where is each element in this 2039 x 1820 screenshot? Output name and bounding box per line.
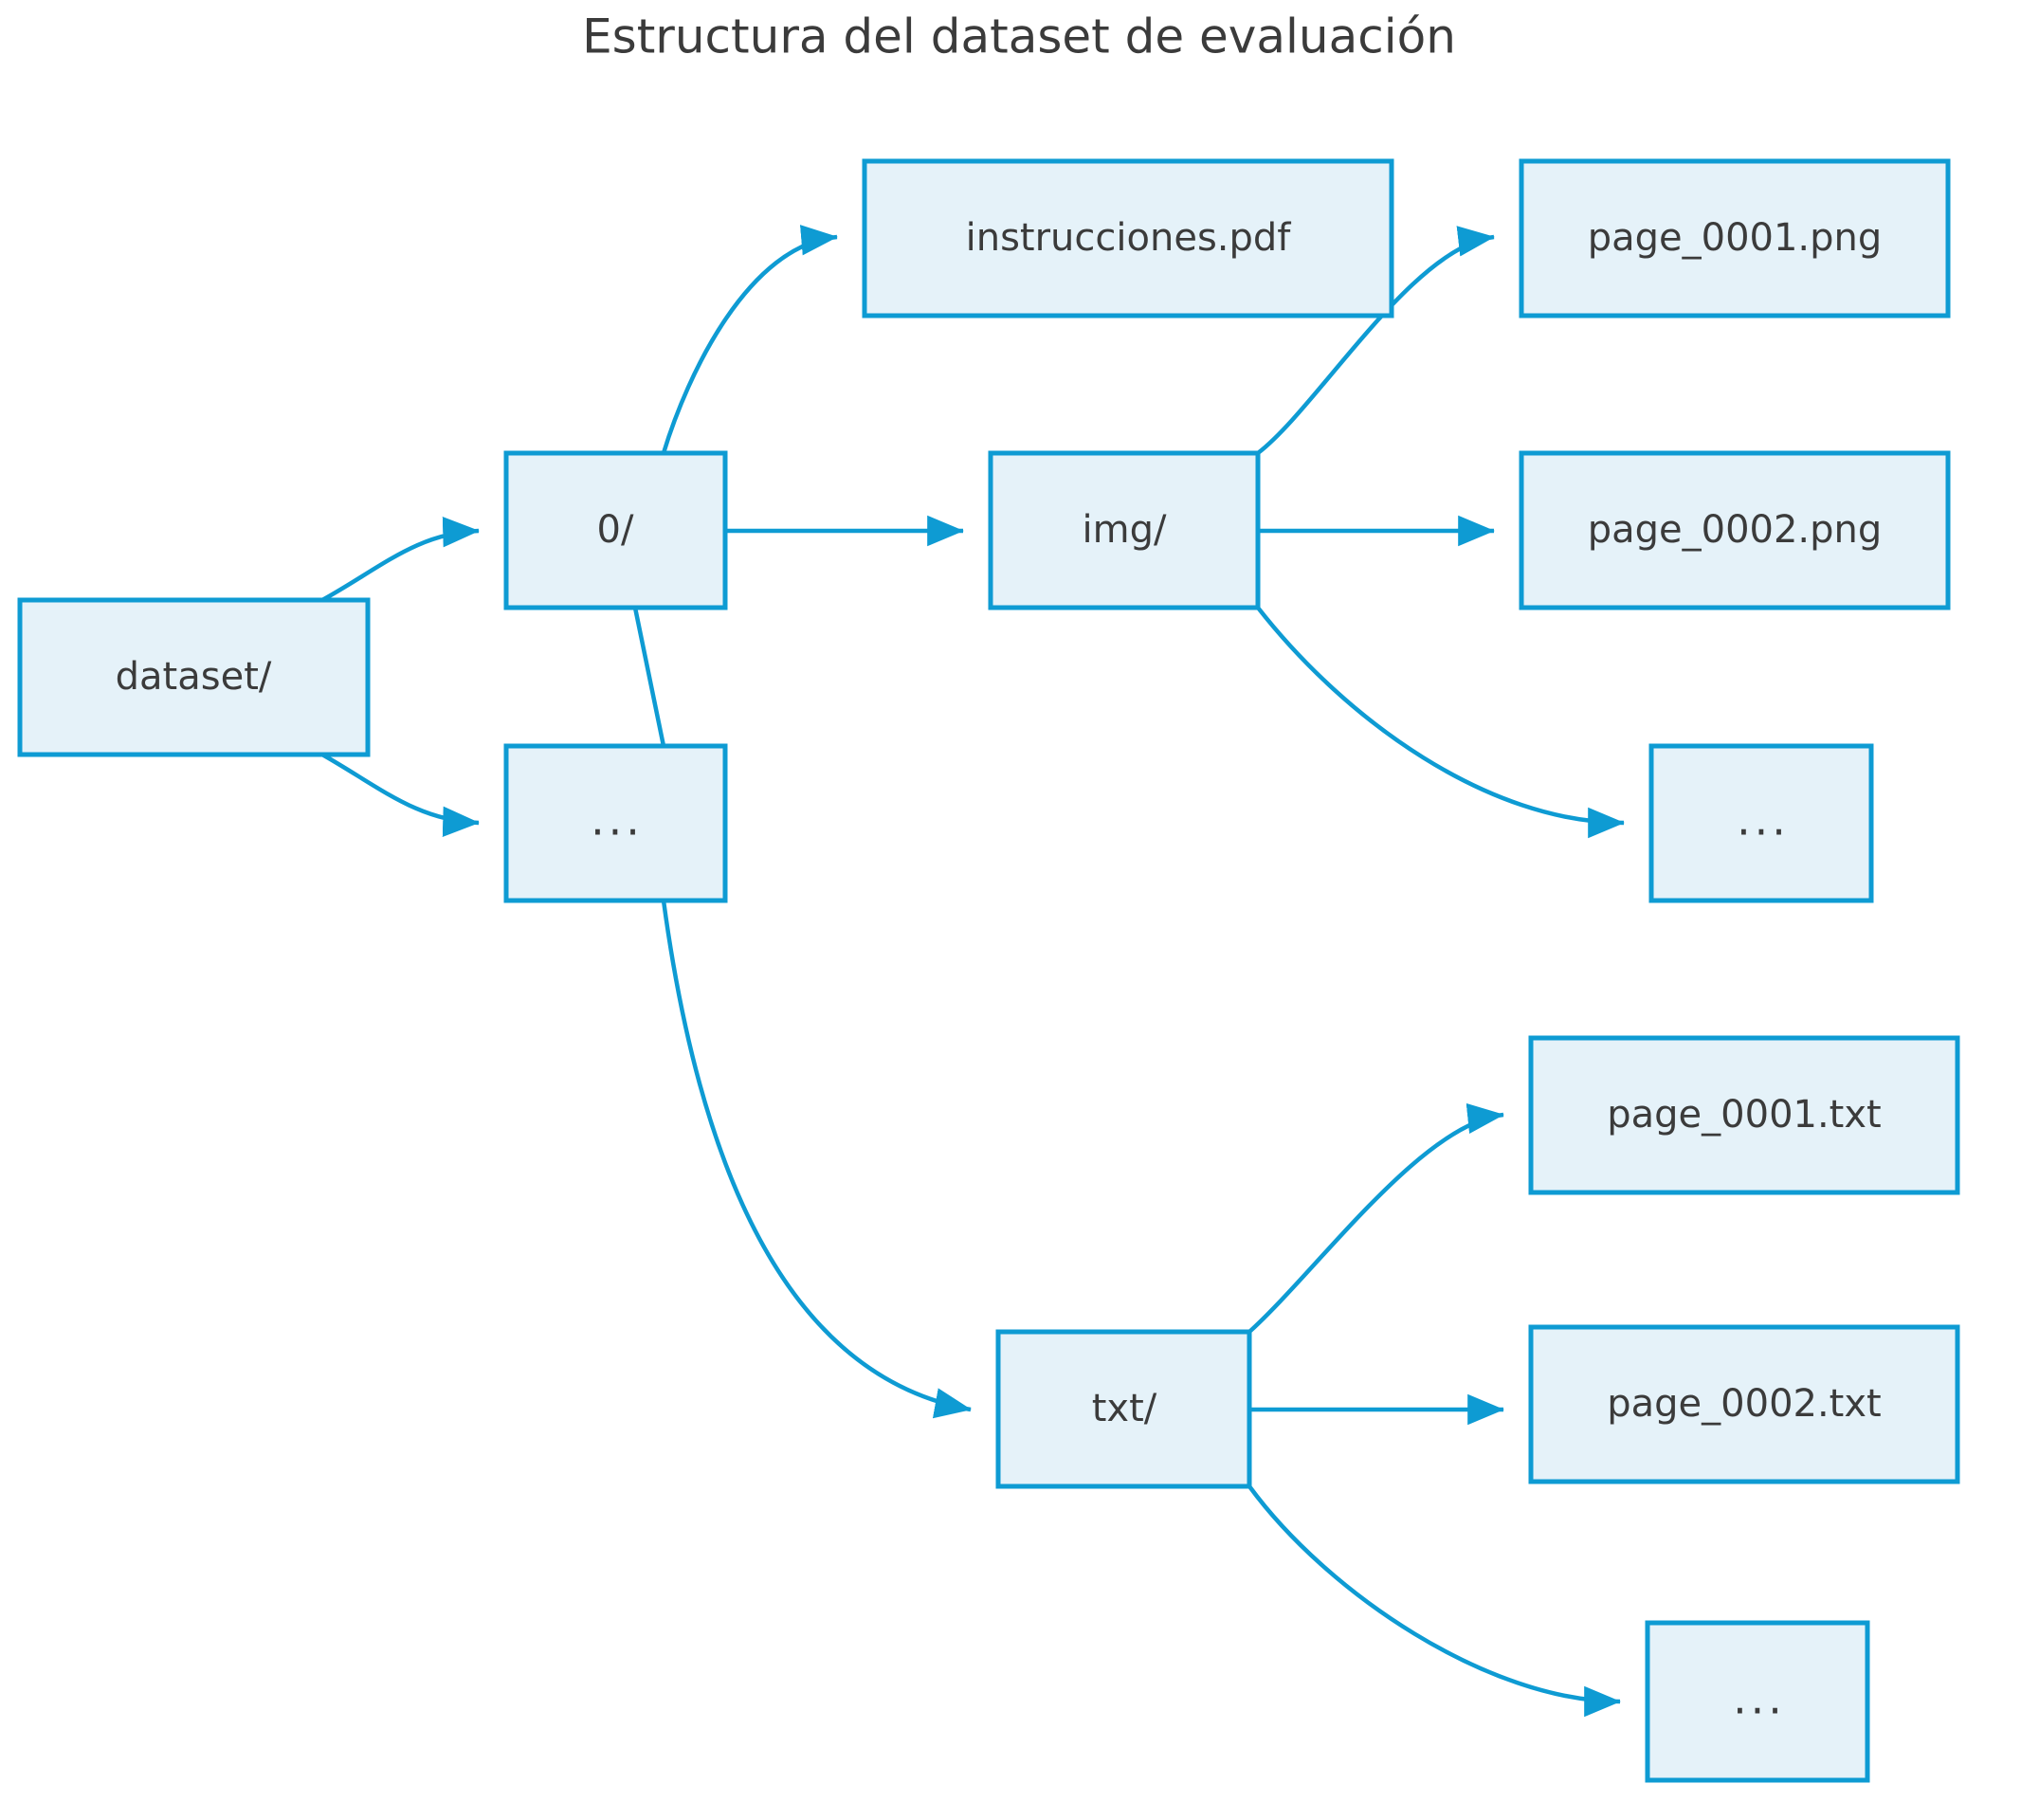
node-dots-img[interactable]: ...	[1648, 743, 1874, 903]
node-txt-box[interactable]	[995, 1329, 1252, 1489]
edge-img-to-dots-img	[1256, 606, 1625, 839]
node-page2txt-label: page_0002.txt	[1607, 1382, 1881, 1426]
edge-layer	[320, 225, 1625, 1718]
node-dataset[interactable]: dataset/	[17, 597, 371, 757]
node-0[interactable]: 0/	[503, 450, 728, 610]
node-dots-txt[interactable]: ...	[1645, 1620, 1870, 1783]
node-page1txt-label: page_0001.txt	[1607, 1093, 1881, 1137]
node-page2png[interactable]: page_0002.png	[1519, 450, 1951, 610]
edge-dots1-to-txt	[661, 900, 972, 1419]
node-txt-label: txt/	[1092, 1387, 1157, 1430]
node-txt[interactable]: txt/	[995, 1329, 1252, 1489]
node-page2png-box[interactable]	[1519, 450, 1951, 610]
node-page1png[interactable]: page_0001.png	[1519, 158, 1951, 318]
node-page1txt-box[interactable]	[1528, 1035, 1960, 1195]
edge-txt-to-page1txt	[1247, 1102, 1504, 1334]
node-dots-level1-label: ...	[591, 794, 644, 846]
node-dots-txt-label: ...	[1733, 1673, 1786, 1724]
node-page1txt[interactable]: page_0001.txt	[1528, 1035, 1960, 1195]
node-img[interactable]: img/	[988, 450, 1261, 610]
node-0-label: 0/	[597, 508, 634, 552]
node-layer: dataset/ 0/ ... instrucciones.pdf img/ t	[17, 158, 1960, 1783]
node-page1png-box[interactable]	[1519, 158, 1951, 318]
edge-dataset-to-0	[320, 516, 480, 602]
node-0-box[interactable]	[503, 450, 728, 610]
node-instrucciones-label: instrucciones.pdf	[966, 216, 1292, 260]
node-dots-level1-box[interactable]	[503, 743, 728, 903]
node-dots-img-label: ...	[1737, 794, 1790, 846]
node-dataset-label: dataset/	[116, 655, 272, 699]
node-page1png-label: page_0001.png	[1588, 216, 1883, 260]
edge-img-to-page1png	[1256, 226, 1495, 455]
node-dataset-box[interactable]	[17, 597, 371, 757]
edge-txt-to-dots-txt	[1247, 1484, 1621, 1718]
node-page2txt-box[interactable]	[1528, 1324, 1960, 1484]
node-instrucciones[interactable]: instrucciones.pdf	[862, 158, 1394, 318]
edge-0-to-instrucciones	[661, 225, 838, 454]
node-instrucciones-box[interactable]	[862, 158, 1394, 318]
node-dots-level1[interactable]: ...	[503, 743, 728, 903]
node-page2txt[interactable]: page_0002.txt	[1528, 1324, 1960, 1484]
node-dots-txt-box[interactable]	[1645, 1620, 1870, 1783]
edge-dataset-to-dots1	[320, 753, 480, 838]
node-img-label: img/	[1083, 508, 1167, 552]
node-page2png-label: page_0002.png	[1588, 508, 1883, 552]
edge-0-to-dots1	[632, 607, 666, 747]
node-dots-img-box[interactable]	[1648, 743, 1874, 903]
node-img-box[interactable]	[988, 450, 1261, 610]
page-title: Estructura del dataset de evaluación	[582, 9, 1456, 64]
